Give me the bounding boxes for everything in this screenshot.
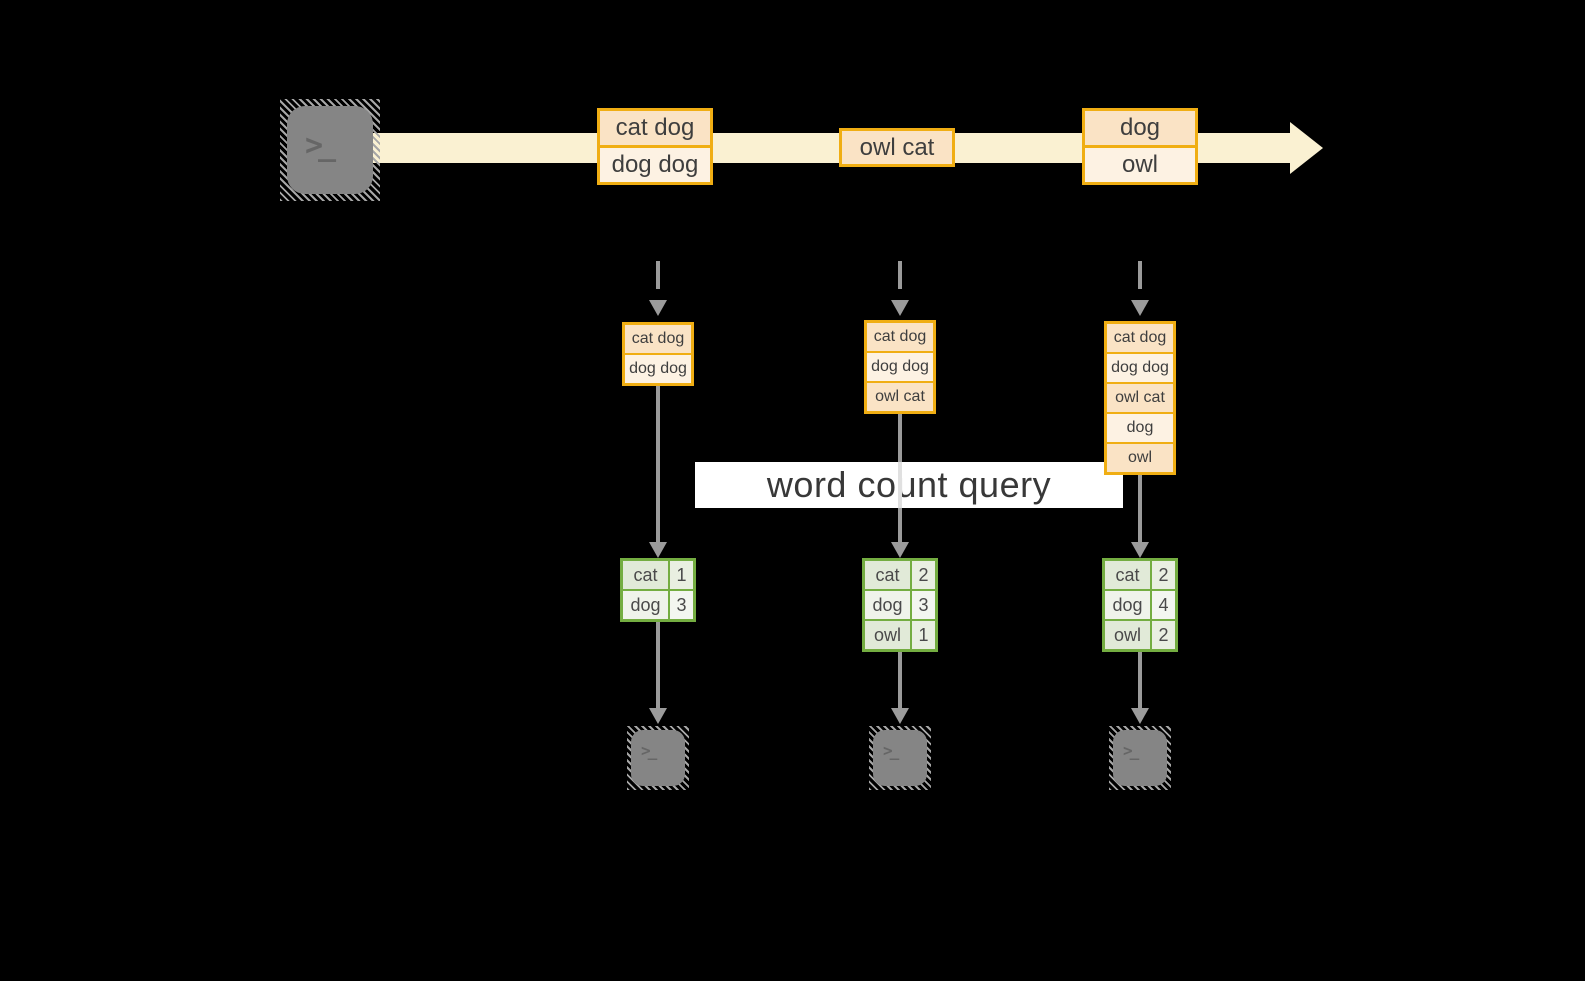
down-arrowhead-icon [1131,708,1149,724]
connector-line [1138,475,1142,542]
down-arrowhead-icon [891,708,909,724]
result-count: 3 [670,591,693,619]
dashed-arrow-line [1138,261,1142,289]
result-word: cat [865,561,910,589]
connector-line [1138,652,1142,708]
sink-terminal-icon: >_ [627,726,689,790]
result-count: 2 [1152,561,1175,589]
input-row: dog dog [625,353,691,383]
result-count: 1 [670,561,693,589]
input-table-3: cat dog dog dog owl cat dog owl [1104,321,1176,475]
down-arrowhead-icon [891,542,909,558]
input-row: dog [1107,412,1173,442]
terminal-screen: >_ [873,730,927,786]
down-arrowhead-icon [649,542,667,558]
result-count: 3 [912,591,935,619]
terminal-prompt-glyph: >_ [883,741,899,760]
down-arrowhead-icon [649,708,667,724]
input-row: owl cat [867,381,933,411]
input-row: cat dog [867,323,933,351]
connector-line [656,622,660,708]
result-table-3: cat 2 dog 4 owl 2 [1102,558,1178,652]
connector-line [656,386,660,542]
result-count: 1 [912,621,935,649]
terminal-screen: >_ [1113,730,1167,786]
result-word: owl [1105,621,1150,649]
input-table-1: cat dog dog dog [622,322,694,386]
stream-event-2: owl cat [839,128,955,167]
result-table-1: cat 1 dog 3 [620,558,696,622]
input-row: owl cat [1107,382,1173,412]
input-row: cat dog [625,325,691,353]
query-crossing-line [898,462,902,508]
stream-event-3: dog owl [1082,108,1198,185]
down-arrowhead-icon [1131,300,1149,316]
stream-record: owl [1085,145,1195,182]
input-row: dog dog [867,351,933,381]
stream-record: dog dog [600,145,710,182]
connector-line [898,652,902,708]
down-arrowhead-icon [1131,542,1149,558]
query-band: word count query [695,462,1123,508]
sink-terminal-icon: >_ [1109,726,1171,790]
result-word: dog [1105,591,1150,619]
result-count: 2 [1152,621,1175,649]
result-count: 2 [912,561,935,589]
terminal-prompt-glyph: >_ [1123,741,1139,760]
result-count: 4 [1152,591,1175,619]
result-word: dog [623,591,668,619]
input-row: dog dog [1107,352,1173,382]
stream-record: cat dog [600,111,710,145]
down-arrowhead-icon [649,300,667,316]
input-table-2: cat dog dog dog owl cat [864,320,936,414]
stream-record: dog [1085,111,1195,145]
terminal-prompt-glyph: >_ [305,128,336,163]
dashed-arrow-line [898,261,902,289]
result-word: cat [1105,561,1150,589]
down-arrowhead-icon [891,300,909,316]
sink-terminal-icon: >_ [869,726,931,790]
source-terminal-icon: >_ [280,99,380,201]
terminal-screen: >_ [631,730,685,786]
input-row: owl [1107,442,1173,472]
stream-event-1: cat dog dog dog [597,108,713,185]
result-word: cat [623,561,668,589]
result-table-2: cat 2 dog 3 owl 1 [862,558,938,652]
terminal-screen: >_ [287,106,373,194]
input-row: cat dog [1107,324,1173,352]
result-word: dog [865,591,910,619]
dashed-arrow-line [656,261,660,289]
stream-arrowhead-icon [1290,122,1323,174]
result-word: owl [865,621,910,649]
terminal-prompt-glyph: >_ [641,741,657,760]
query-label: word count query [766,464,1052,505]
stream-record: owl cat [842,131,952,164]
